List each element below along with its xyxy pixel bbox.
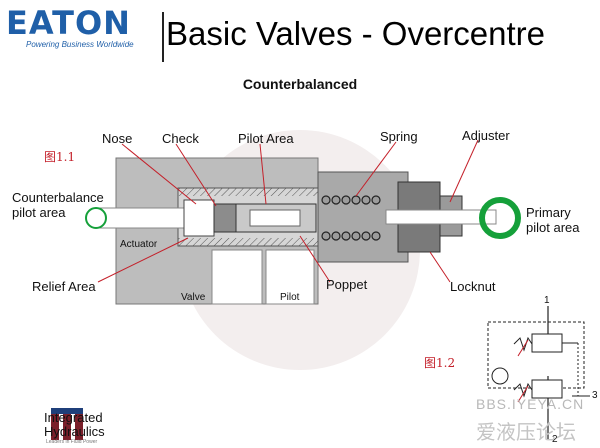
label-check: Check — [162, 131, 199, 146]
check-element — [183, 199, 215, 237]
label-pilot: Pilot — [280, 292, 300, 303]
sleeve-wall-bottom — [178, 238, 318, 246]
label-counterbalance-line1: Counterbalance — [12, 190, 104, 205]
annotation-leaders — [97, 139, 479, 283]
label-spring: Spring — [380, 129, 418, 144]
eaton-logo-tagline: Powering Business Worldwide — [26, 40, 134, 49]
label-primary-pilot-line2: pilot area — [526, 220, 580, 235]
company-name-line2: Hydraulics — [44, 424, 105, 439]
title-divider — [162, 12, 164, 62]
watermark-url: BBS.IYEYA.CN — [476, 396, 585, 412]
sleeve-wall-top — [178, 188, 318, 196]
label-adjuster: Adjuster — [462, 128, 510, 143]
hydraulic-symbol — [487, 306, 590, 440]
eaton-logo-wordmark: EATON — [6, 4, 131, 42]
counterbalance-pilot-port — [85, 207, 107, 229]
valve-port — [211, 249, 263, 305]
primary-pilot-port — [479, 197, 521, 239]
label-locknut: Locknut — [450, 279, 496, 294]
counterbalance-pilot-passage — [95, 207, 193, 229]
symbol-port-2: 2 — [552, 434, 558, 445]
label-nose: Nose — [102, 131, 133, 146]
slide-subtitle: Counterbalanced — [242, 76, 358, 92]
company-tagline: Leaders in Fluid Power — [46, 439, 98, 445]
figure-ref-1-2: 图1.2 — [424, 356, 456, 370]
label-pilot-area: Pilot Area — [238, 131, 294, 146]
watermark-forum-name: 爱液压论坛 — [476, 420, 576, 444]
symbol-port-3: 3 — [592, 390, 598, 401]
symbol-port-1: 1 — [544, 295, 550, 306]
nose-element — [213, 203, 237, 233]
label-relief-area: Relief Area — [32, 279, 96, 294]
primary-pilot-passage — [385, 209, 497, 225]
label-primary-pilot-line1: Primary — [526, 205, 571, 220]
pilot-area-chamber — [249, 209, 301, 227]
label-poppet: Poppet — [326, 277, 368, 292]
integrated-hydraulics-logo — [51, 408, 83, 440]
label-valve: Valve — [181, 292, 206, 303]
slide-title: Basic Valves - Overcentre — [166, 15, 546, 52]
label-actuator: Actuator — [120, 239, 158, 250]
figure-ref-1-1: 图1.1 — [44, 150, 76, 164]
company-name-line1: Integrated — [44, 410, 103, 425]
pilot-port — [265, 249, 315, 305]
label-counterbalance-line2: pilot area — [12, 205, 66, 220]
